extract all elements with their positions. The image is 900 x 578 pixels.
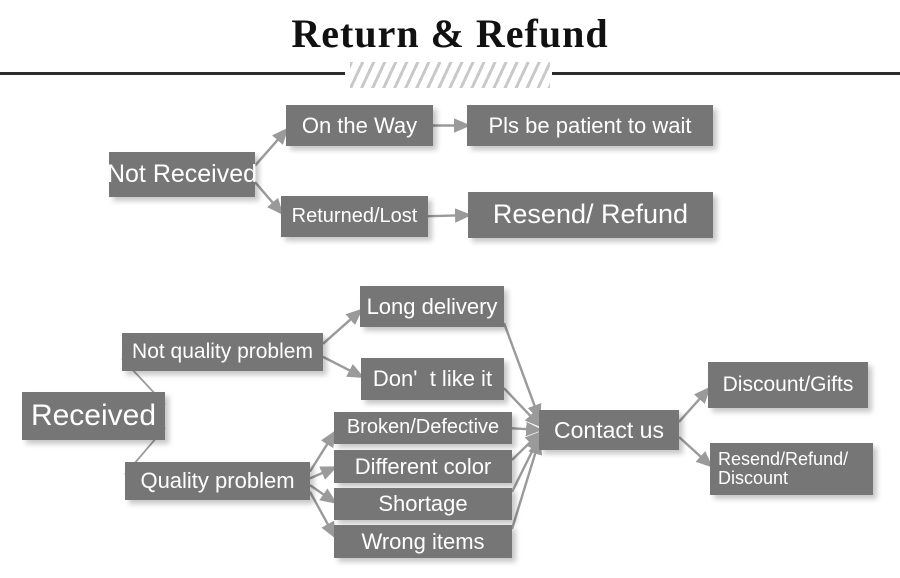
connector-long-delivery-to-contact-us — [502, 322, 542, 422]
page-title: Return & Refund — [291, 11, 609, 56]
divider-rule-right — [552, 72, 900, 75]
flow-node-long-delivery: Long delivery — [360, 286, 504, 327]
connector-quality-to-shortage — [309, 484, 338, 504]
flow-node-not-quality: Not quality problem — [122, 333, 323, 371]
connector-dont-like-it-to-contact-us — [503, 387, 542, 428]
connector-wrong-items-to-contact-us — [510, 437, 543, 530]
flow-node-contact-us: Contact us — [539, 410, 679, 450]
flow-node-pls-be-patient: Pls be patient to wait — [467, 105, 713, 146]
connector-quality-to-different-color — [309, 466, 338, 480]
flow-node-returned-lost: Returned/Lost — [281, 196, 428, 237]
flow-node-not-received: Not Received — [107, 152, 257, 197]
flow-node-wrong-items: Wrong items — [334, 525, 512, 558]
divider-rule-left — [0, 72, 345, 75]
flow-node-dont-like-it: Don' t like it — [361, 358, 504, 400]
connector-quality-to-broken-defective — [308, 430, 337, 473]
flow-node-different-color: Different color — [334, 450, 512, 483]
connector-returned-lost-to-resend-refund — [427, 208, 472, 223]
connector-broken-defective-to-contact-us — [511, 421, 543, 437]
divider-hatch-icon — [350, 62, 550, 88]
title-divider — [0, 62, 900, 88]
connector-not-quality-to-long-delivery — [322, 308, 363, 345]
connector-contact-us-to-resend-refund-discount — [678, 436, 713, 468]
connector-not-received-to-on-the-way — [254, 127, 289, 167]
connector-quality-to-wrong-items — [308, 491, 336, 539]
flow-node-quality: Quality problem — [125, 462, 310, 500]
flow-node-shortage: Shortage — [334, 488, 512, 520]
flow-node-resend-refund-discount: Resend/Refund/ Discount — [710, 443, 873, 495]
connector-contact-us-to-discount-gifts — [678, 386, 711, 423]
connector-not-quality-to-dont-like-it — [322, 355, 365, 379]
connector-not-received-to-returned-lost — [254, 181, 284, 216]
flow-node-on-the-way: On the Way — [286, 105, 433, 146]
flow-node-discount-gifts: Discount/Gifts — [708, 362, 868, 408]
flow-node-broken-defective: Broken/Defective — [334, 412, 512, 444]
flow-node-received: Received — [22, 392, 165, 440]
flow-node-resend-refund: Resend/ Refund — [468, 192, 713, 238]
